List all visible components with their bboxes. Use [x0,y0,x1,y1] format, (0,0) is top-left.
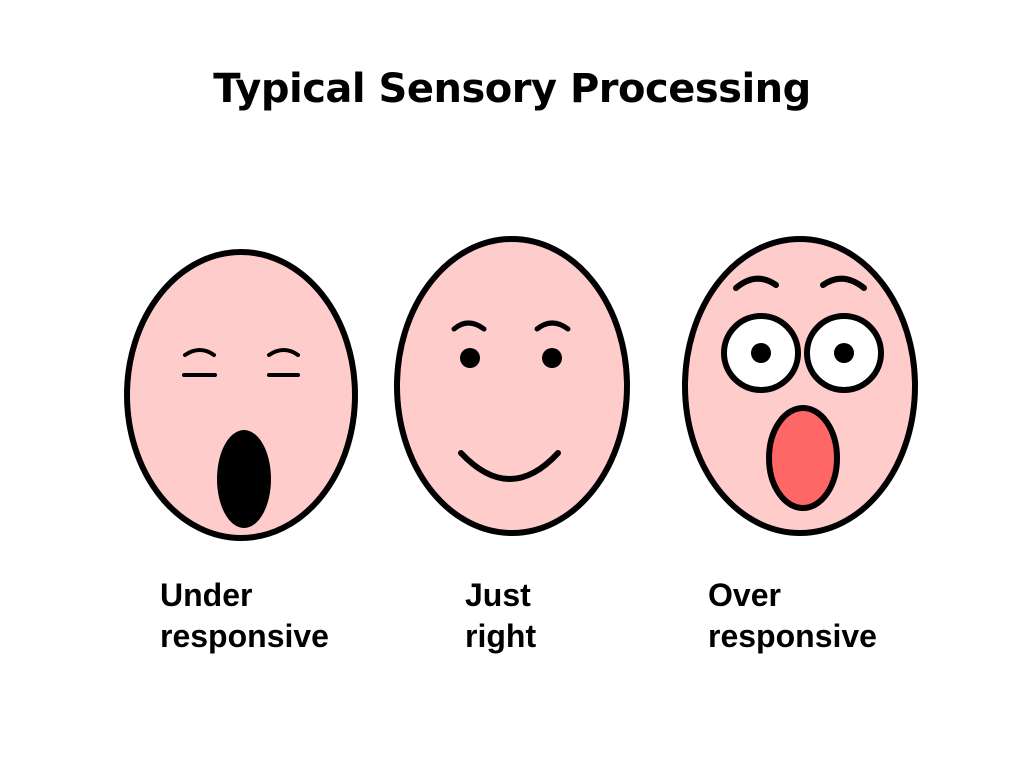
label-line: responsive [160,618,329,654]
right-eyebrow [534,320,571,332]
slide-title: Typical Sensory Processing [213,66,811,112]
just-right-label: Just right [465,575,536,657]
left-eyebrow [451,320,487,332]
right-eyebrow [820,275,867,291]
face-head [394,236,630,536]
smile-mouth [458,450,561,482]
label-line: responsive [708,618,877,654]
over-responsive-label: Over responsive [708,575,877,657]
left-pupil [751,343,771,363]
right-eyebrow [267,348,300,357]
label-line: Under [160,577,253,613]
just-right-face [394,236,630,536]
label-line: Over [708,577,781,613]
over-responsive-face [682,236,918,536]
right-pupil [834,343,854,363]
left-eye [460,348,480,368]
face-head [682,236,918,536]
yawning-mouth [217,430,271,528]
shocked-mouth [766,405,840,511]
left-eyebrow [183,348,216,357]
left-eyebrow [733,275,779,291]
under-responsive-label: Under responsive [160,575,329,657]
right-eye [542,348,562,368]
label-line: Just [465,577,531,613]
label-line: right [465,618,537,654]
under-responsive-face [124,249,358,541]
face-head [124,249,358,541]
